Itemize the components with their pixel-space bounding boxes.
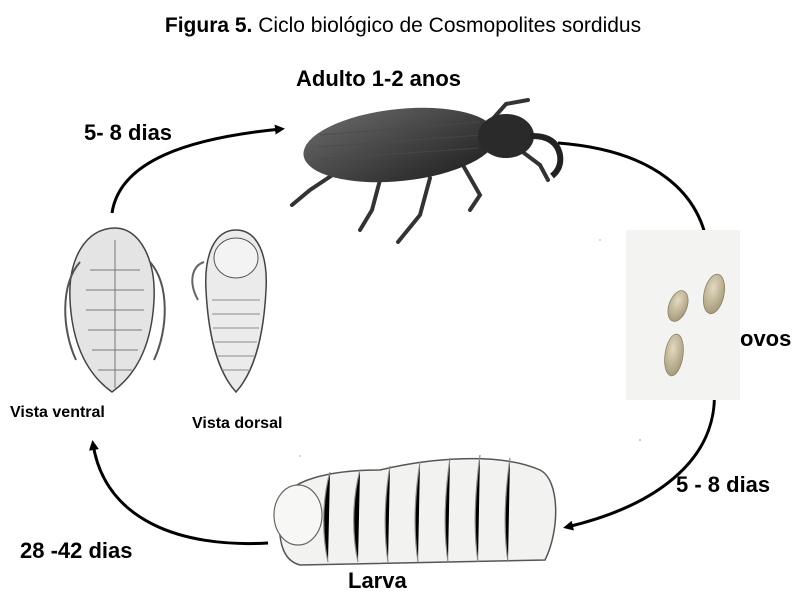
label-pupa-dorsal: Vista dorsal xyxy=(192,415,282,433)
label-pupa-ventral: Vista ventral xyxy=(10,404,105,422)
arrow-larva-to-pupa xyxy=(93,444,268,544)
pupa-dorsal-illustration xyxy=(192,230,266,392)
arrow-eggs-to-larva xyxy=(567,378,714,527)
label-duration-larva-to-pupa: 28 -42 dias xyxy=(20,538,133,564)
label-adult: Adulto 1-2 anos xyxy=(296,66,461,92)
larva-illustration xyxy=(274,455,556,565)
adult-beetle-illustration xyxy=(292,99,560,242)
label-duration-eggs-to-larva: 5 - 8 dias xyxy=(676,472,770,498)
pupa-ventral-illustration xyxy=(65,228,165,392)
label-duration-pupa-to-adult: 5- 8 dias xyxy=(84,120,172,146)
label-larva: Larva xyxy=(348,568,407,594)
label-eggs: ovos xyxy=(740,326,791,352)
